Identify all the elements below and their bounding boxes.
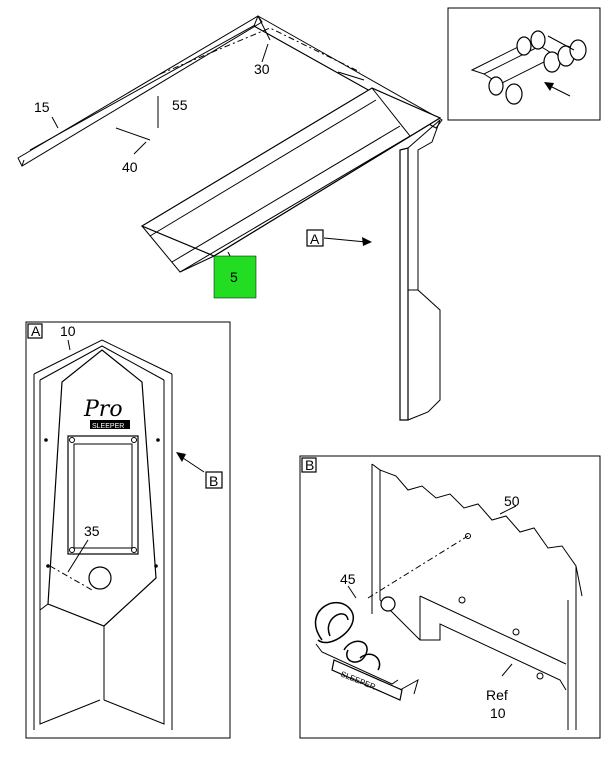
pro-sleeper-emblem-45: SLEEPER: [314, 601, 419, 701]
truck-locator-inset: [447, 7, 601, 121]
callout-55: 55: [172, 97, 188, 113]
callout-5-highlight[interactable]: [213, 255, 257, 299]
view-b-arrow-line: [179, 455, 205, 473]
round-port: [88, 566, 112, 590]
truck-chassis-icon: [470, 30, 587, 105]
callout-30: 30: [254, 61, 270, 77]
side-rail-15: [17, 15, 263, 167]
view-a-panel: A Pro SLEEPER: [25, 321, 231, 739]
view-a-label: A: [31, 323, 41, 339]
rear-post-a: [399, 119, 441, 421]
window-frame: [67, 435, 139, 555]
pro-sleeper-logo-plate: Pro SLEEPER: [83, 397, 130, 430]
callout-50: 50: [504, 493, 520, 509]
view-a-tag-label: A: [310, 231, 320, 247]
logo-script: Pro: [83, 397, 123, 422]
inset-arrowhead: [544, 82, 554, 91]
logo-word: SLEEPER: [92, 423, 124, 430]
view-b-tag: [205, 471, 223, 489]
view-b-panel: B: [299, 455, 601, 739]
view-a-arrow-line: [323, 237, 367, 243]
callout-10-a: 10: [60, 323, 76, 339]
front-panel-5: [140, 87, 442, 273]
callout-5: 5: [230, 269, 238, 285]
callout-ref-word: Ref: [486, 687, 508, 703]
view-a-tag: [306, 229, 324, 247]
view-b-arrowhead: [176, 452, 186, 462]
view-b-label: B: [305, 457, 314, 473]
callout-ref-number: 10: [490, 705, 506, 721]
callout-40: 40: [122, 159, 138, 175]
view-a-arrowhead: [362, 237, 372, 246]
callout-35: 35: [84, 523, 100, 539]
callout-15: 15: [34, 99, 50, 115]
view-b-tag-label: B: [209, 473, 218, 489]
callout-45: 45: [340, 571, 356, 587]
